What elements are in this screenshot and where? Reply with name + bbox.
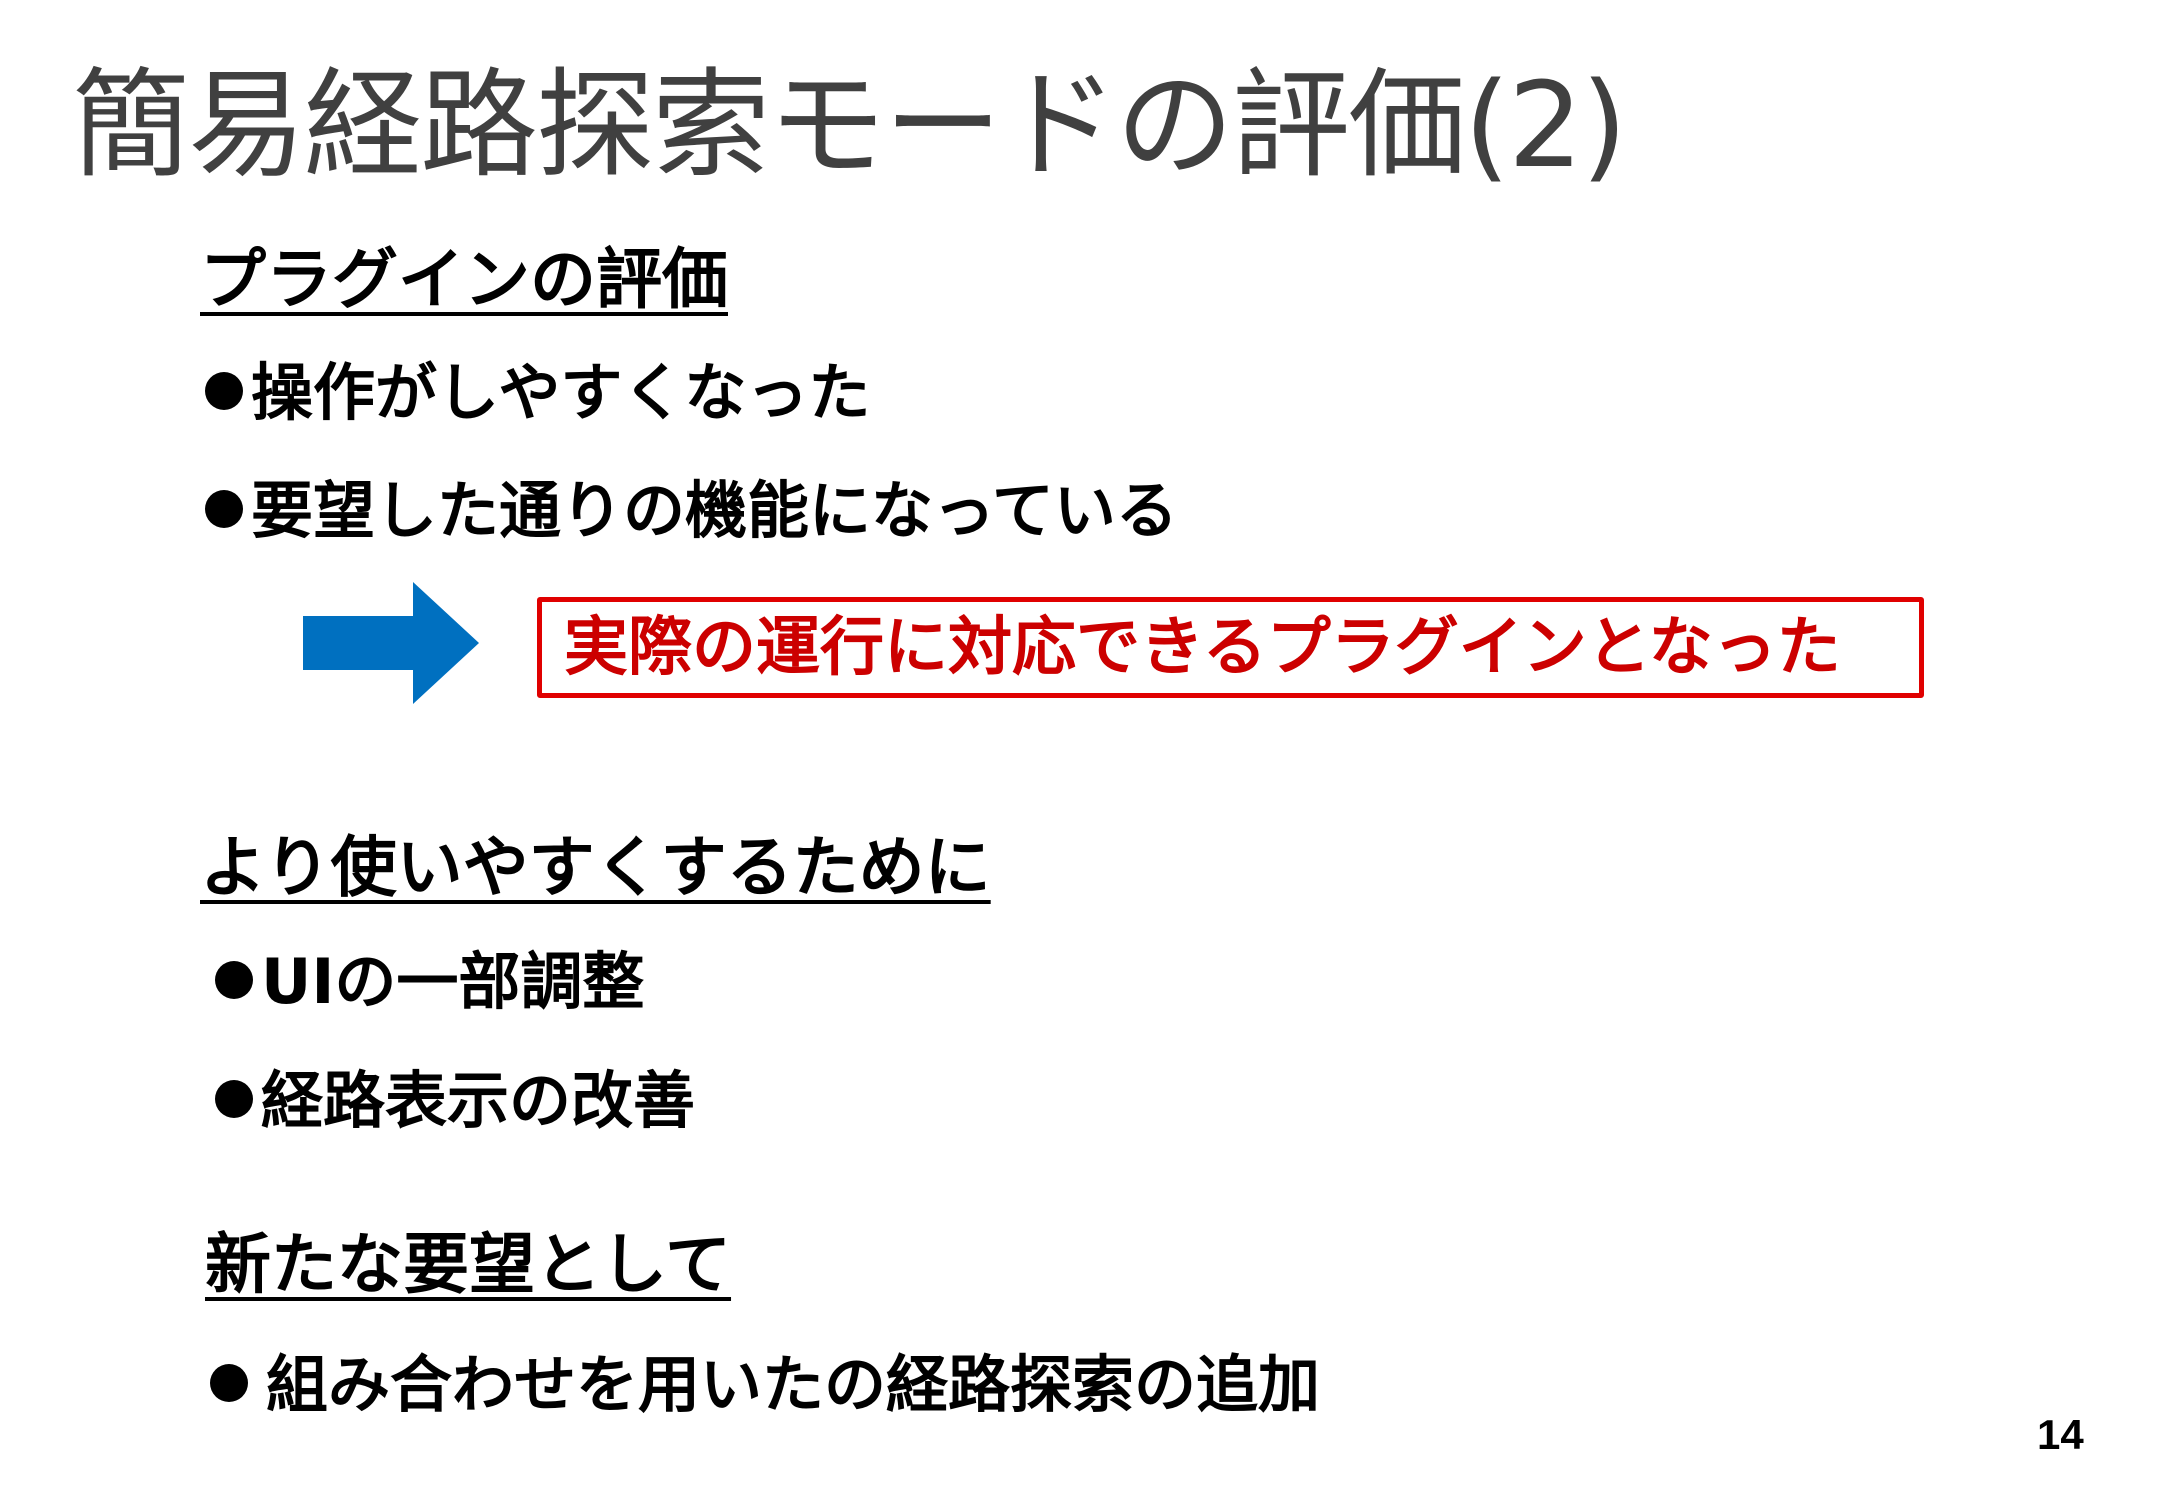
list-item: UIの一部調整 bbox=[215, 942, 644, 1022]
list-item: 要望した通りの機能になっている bbox=[205, 471, 1178, 551]
list-item: 操作がしやすくなった bbox=[205, 353, 870, 433]
list-item: 経路表示の改善 bbox=[215, 1061, 695, 1141]
section-heading-new-requests: 新たな要望として bbox=[205, 1226, 732, 1303]
bullet-dot-icon bbox=[215, 1080, 253, 1118]
list-item-text: 要望した通りの機能になっている bbox=[251, 474, 1178, 547]
section-heading-plugin-evaluation: プラグインの評価 bbox=[200, 241, 728, 318]
list-item: 組み合わせを用いたの経路探索の追加 bbox=[210, 1345, 1320, 1425]
slide-title: 簡易経路探索モードの評価(2) bbox=[72, 56, 1627, 194]
list-item-text: 経路表示の改善 bbox=[261, 1064, 696, 1137]
list-item-text: UIの一部調整 bbox=[261, 945, 645, 1018]
list-item-text: 組み合わせを用いたの経路探索の追加 bbox=[266, 1348, 1321, 1421]
page-number: 14 bbox=[2037, 1411, 2084, 1458]
conclusion-callout-text: 実際の運行に対応できるプラグインとなった bbox=[564, 611, 1841, 685]
conclusion-callout-box: 実際の運行に対応できるプラグインとなった bbox=[537, 597, 1924, 698]
section-heading-improvements: より使いやすくするために bbox=[200, 829, 991, 906]
list-item-text: 操作がしやすくなった bbox=[251, 356, 871, 429]
right-arrow-icon bbox=[303, 582, 479, 704]
bullet-dot-icon bbox=[210, 1364, 248, 1402]
bullet-dot-icon bbox=[205, 372, 243, 410]
bullet-dot-icon bbox=[215, 961, 253, 999]
bullet-dot-icon bbox=[205, 490, 243, 528]
